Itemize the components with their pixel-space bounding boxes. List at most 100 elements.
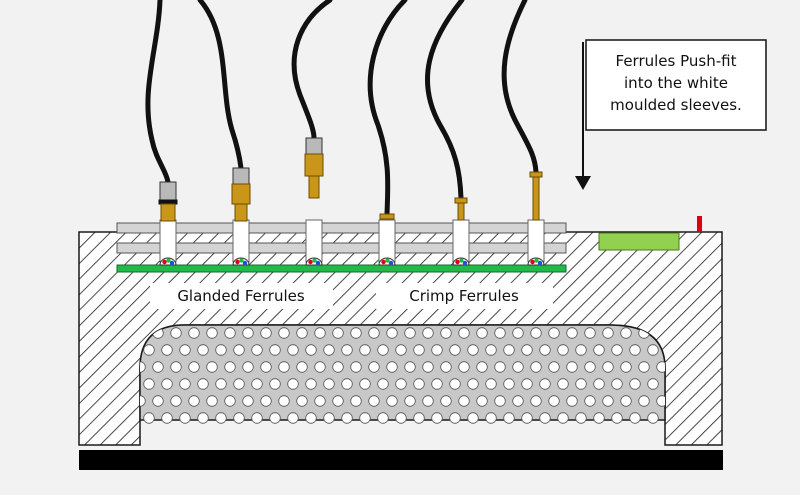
crimp-label-box <box>376 283 553 309</box>
perforation-hole <box>377 412 389 424</box>
perforation-hole <box>161 412 173 424</box>
perforation-hole <box>143 378 155 390</box>
perforation-hole <box>359 344 371 356</box>
perforation-hole <box>341 412 353 424</box>
perforation-hole <box>521 412 533 424</box>
perforation-hole <box>647 344 659 356</box>
perforation-hole <box>503 344 515 356</box>
perforation-hole <box>557 344 569 356</box>
led-red <box>162 259 167 265</box>
perforation-hole <box>188 395 200 407</box>
perforation-hole <box>656 395 665 407</box>
base-bar <box>79 450 723 470</box>
perforation-hole <box>323 378 335 390</box>
perforated-insert <box>139 324 666 421</box>
perforation-hole <box>548 395 560 407</box>
perforation-hole <box>467 344 479 356</box>
perforation-hole <box>377 344 389 356</box>
ferrule-collar <box>231 183 251 205</box>
perforation-hole <box>152 361 164 373</box>
perforation-hole <box>161 378 173 390</box>
white-sleeve <box>452 219 470 263</box>
perforation-hole <box>557 412 569 424</box>
gland-nut <box>305 137 323 155</box>
perforation-hole <box>512 327 524 339</box>
cable <box>425 0 465 201</box>
perforation-hole <box>161 344 173 356</box>
cable <box>145 0 171 185</box>
perforation-hole <box>539 412 551 424</box>
perforation-hole <box>494 327 506 339</box>
perforation-hole <box>611 378 623 390</box>
perforation-hole <box>305 344 317 356</box>
green-pad <box>598 232 680 251</box>
perforation-hole <box>260 395 272 407</box>
perforation-hole <box>251 412 263 424</box>
ferrule-assembly-5 <box>425 0 470 266</box>
perforation-hole <box>485 412 497 424</box>
led-green <box>239 258 244 263</box>
perforation-hole <box>278 395 290 407</box>
perforation-hole <box>386 361 398 373</box>
perforation-hole <box>575 378 587 390</box>
perforation-hole <box>305 378 317 390</box>
ferrule-body <box>308 175 320 199</box>
perforation-hole <box>278 327 290 339</box>
ferrule-assembly-4 <box>367 0 408 266</box>
perforation-hole <box>485 378 497 390</box>
led-green <box>166 258 171 263</box>
crimp-flange <box>379 213 395 220</box>
callout-line-1: Ferrules Push-fit <box>616 52 737 70</box>
perforation-hole <box>539 378 551 390</box>
perforation-hole <box>143 412 155 424</box>
callout-arrow-head <box>575 176 591 190</box>
gland-seal <box>158 199 178 205</box>
white-sleeve <box>305 219 323 263</box>
perforation-hole <box>386 327 398 339</box>
perforation-hole <box>485 344 497 356</box>
perforation-hole <box>368 327 380 339</box>
perforation-hole <box>503 412 515 424</box>
perforation-hole <box>521 344 533 356</box>
red-marker <box>697 216 702 232</box>
perforation-hole <box>359 412 371 424</box>
perforation-hole <box>557 378 569 390</box>
perforation-hole <box>260 361 272 373</box>
perforation-hole <box>269 344 281 356</box>
led-blue <box>388 260 394 266</box>
perforation-hole <box>368 395 380 407</box>
perforation-hole <box>494 395 506 407</box>
perforation-hole <box>503 378 515 390</box>
perforation-hole <box>377 378 389 390</box>
perforation-hole <box>242 395 254 407</box>
perforation-hole <box>539 344 551 356</box>
perforation-hole <box>233 378 245 390</box>
perforation-hole <box>620 361 632 373</box>
perforation-hole <box>179 412 191 424</box>
perforation-hole <box>440 395 452 407</box>
led-green <box>312 258 317 263</box>
ferrule-assembly-6 <box>501 0 545 266</box>
perforation-hole <box>422 327 434 339</box>
perforation-hole <box>215 378 227 390</box>
perforation-hole <box>467 378 479 390</box>
perforation-hole <box>278 361 290 373</box>
perforation-hole <box>170 395 182 407</box>
led-blue <box>315 260 321 266</box>
perforation-hole <box>440 361 452 373</box>
perforation-hole <box>386 395 398 407</box>
ferrule-group <box>145 0 545 266</box>
perforation-hole <box>206 327 218 339</box>
perforation-hole <box>512 395 524 407</box>
led-green <box>534 258 539 263</box>
perforation-hole <box>593 412 605 424</box>
perforation-hole <box>575 344 587 356</box>
perforation-hole <box>269 378 281 390</box>
perforation-hole <box>179 378 191 390</box>
perforation-hole <box>188 361 200 373</box>
perforation-hole <box>521 378 533 390</box>
perforation-hole <box>359 378 371 390</box>
gland-nut <box>159 181 177 203</box>
perforation-hole <box>251 344 263 356</box>
crimp-flange <box>454 197 468 204</box>
